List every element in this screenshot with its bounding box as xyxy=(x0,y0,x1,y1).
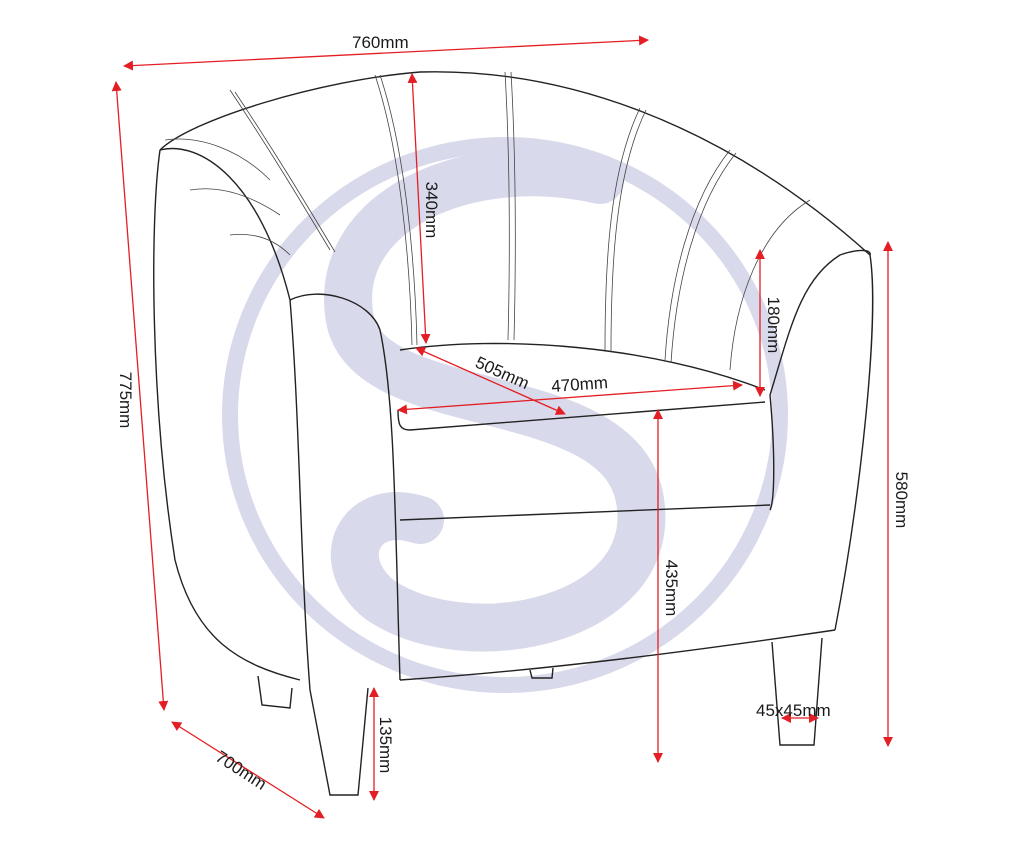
seat-width-label: 470mm xyxy=(551,373,609,396)
depth-label: 700mm xyxy=(212,747,270,794)
arm-height-label: 180mm xyxy=(764,297,783,354)
leg-height-label: 135mm xyxy=(376,717,395,774)
width-label: 760mm xyxy=(352,33,409,52)
back-height-label: 340mm xyxy=(422,182,441,239)
dimension-lines xyxy=(111,35,893,819)
height-label: 775mm xyxy=(116,372,135,429)
watermark-logo xyxy=(222,137,788,693)
seat-height-label: 435mm xyxy=(662,560,681,617)
chair-drawing xyxy=(153,71,874,796)
leg-section-label: 45x45mm xyxy=(756,701,831,720)
overall-arm-height-label: 580mm xyxy=(892,472,911,529)
